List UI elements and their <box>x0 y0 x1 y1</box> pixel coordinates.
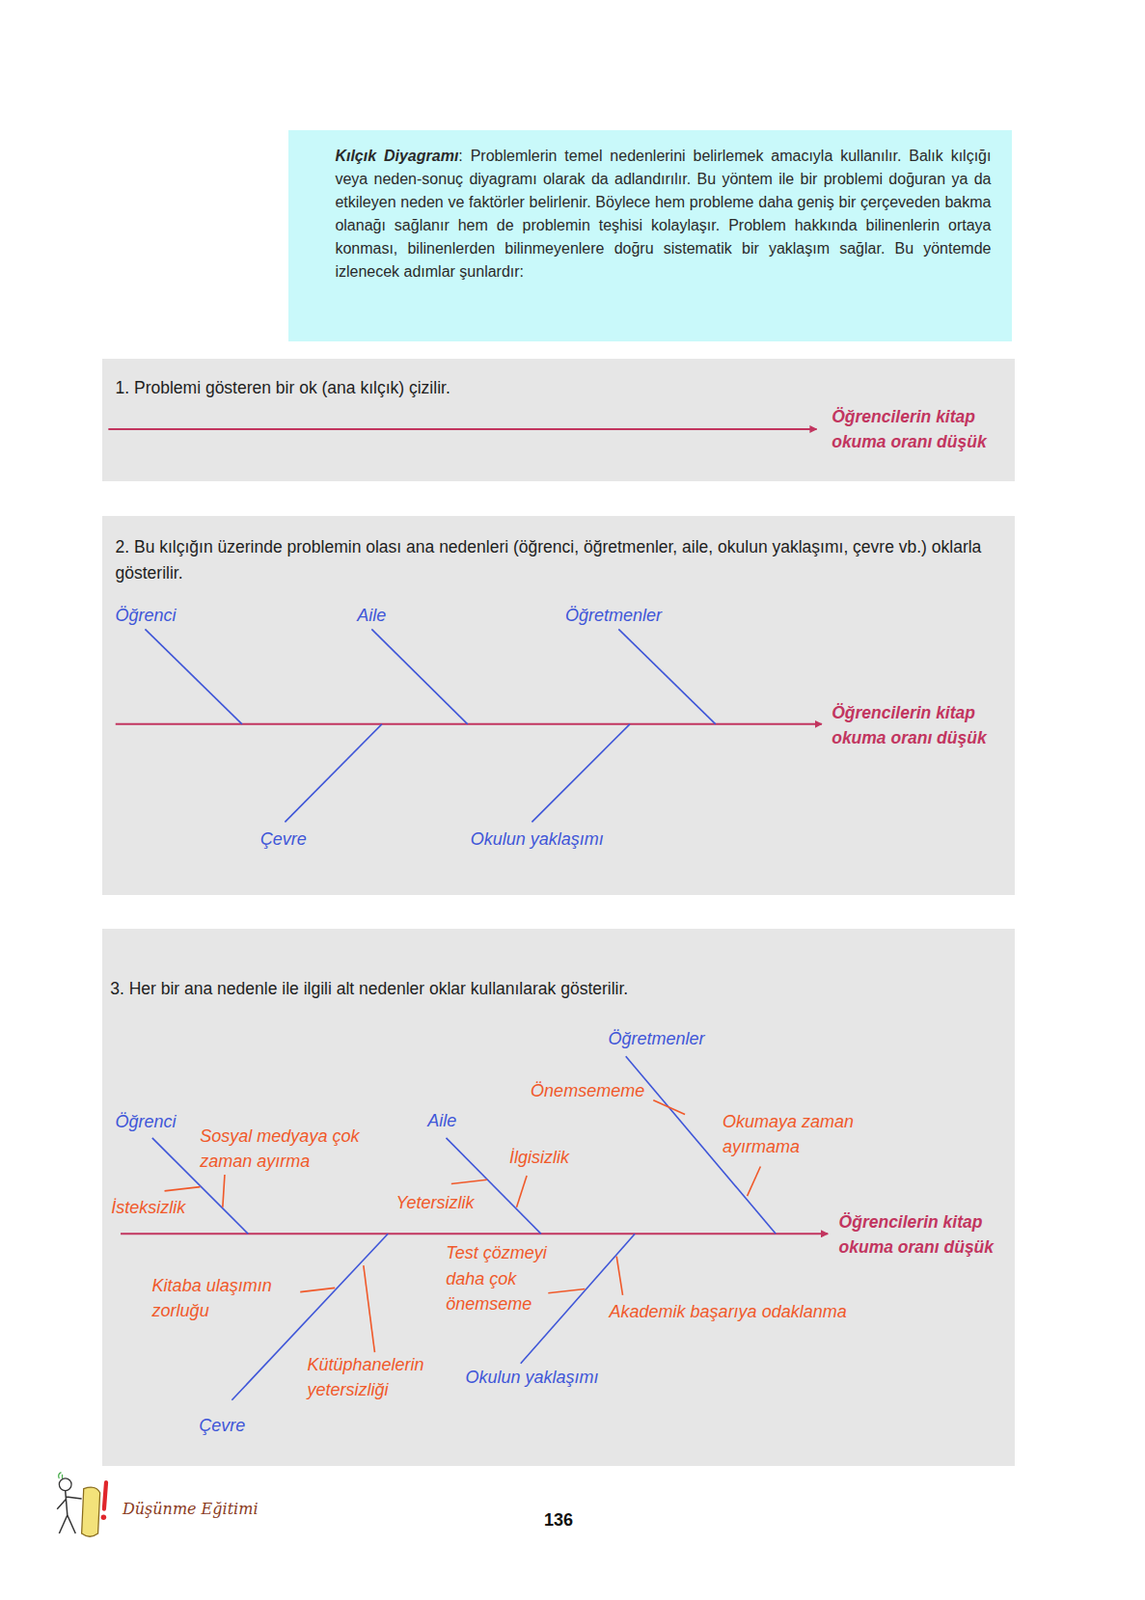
step-panel: 3. Her bir ana nedenle ile ilgili alt ne… <box>102 928 1015 1468</box>
sub-cause-line <box>516 1175 527 1208</box>
main-cause-label: Çevre <box>260 826 307 852</box>
head <box>58 1478 72 1492</box>
exclamation-dot <box>101 1514 108 1521</box>
body <box>56 1491 82 1534</box>
main-cause-label: Öğretmenler <box>608 1026 706 1052</box>
exclamation <box>104 1482 107 1510</box>
sub-cause-label: İlgisizlik <box>509 1145 570 1171</box>
main-cause-label: Aile <box>427 1108 457 1134</box>
main-cause-label: Aile <box>356 602 386 628</box>
scroll <box>81 1487 101 1537</box>
logo-figure <box>56 1472 107 1538</box>
sub-cause-label: Test çözmeyi daha çok önemseme <box>445 1240 567 1316</box>
sub-cause-line <box>547 1288 585 1293</box>
cause-line <box>531 724 630 823</box>
term: Kılçık Diyagramı <box>334 147 459 164</box>
info-paragraph: Kılçık Diyagramı: Problemlerin temel ned… <box>288 130 1012 296</box>
leaf <box>58 1472 63 1479</box>
sub-cause-line <box>299 1287 335 1292</box>
cause-line <box>144 629 243 725</box>
cause-line <box>284 724 382 823</box>
main-cause-label: Okulun yaklaşımı <box>470 826 604 852</box>
info-box: Kılçık Diyagramı: Problemlerin temel ned… <box>288 130 1012 342</box>
sub-cause-line <box>746 1166 761 1197</box>
sub-cause-label: İsteksizlik <box>110 1195 186 1221</box>
sub-cause-label: Okumaya zaman ayırmama <box>722 1109 876 1160</box>
problem-label: Öğrencilerin kitap okuma oranı düşük <box>831 404 1008 456</box>
step-instruction: 3. Her bir ana nedenle ile ilgili alt ne… <box>109 976 998 1002</box>
main-spine <box>120 1232 828 1235</box>
main-cause-label: Öğretmenler <box>565 602 662 628</box>
sub-cause-label: Yetersizlik <box>395 1190 474 1216</box>
step-panel: 2. Bu kılçığın üzerinde problemin olası … <box>102 516 1015 895</box>
sub-cause-line <box>653 1099 685 1115</box>
sub-cause-line <box>363 1265 376 1353</box>
main-cause-label: Okulun yaklaşımı <box>464 1364 599 1391</box>
definition: : Problemlerin temel nedenlerini belirle… <box>334 147 991 280</box>
sub-cause-label: Kütüphanelerin yetersizliği <box>306 1352 450 1403</box>
page-number: 136 <box>544 1507 573 1533</box>
sub-cause-line <box>451 1179 488 1184</box>
sub-cause-label: Sosyal medyaya çok zaman ayırma <box>199 1123 361 1174</box>
main-cause-label: Çevre <box>198 1413 246 1439</box>
main-cause-label: Öğrenci <box>115 1109 177 1135</box>
step-instruction: 2. Bu kılçığın üzerinde problemin olası … <box>115 534 1009 586</box>
step-panel: 1. Problemi gösteren bir ok (ana kılçık)… <box>102 358 1015 482</box>
sub-cause-line <box>222 1174 225 1208</box>
problem-label: Öğrencilerin kitap okuma oranı düşük <box>839 1209 1011 1261</box>
step-instruction: 1. Problemi gösteren bir ok (ana kılçık)… <box>115 375 994 401</box>
cause-line <box>618 629 716 725</box>
sub-cause-label: Önemsememe <box>530 1078 645 1104</box>
sub-cause-line <box>163 1186 200 1191</box>
sub-cause-line <box>616 1255 623 1295</box>
footer-title: Düşünme Eğitimi <box>122 1498 259 1521</box>
main-spine <box>108 428 817 431</box>
sub-cause-label: Akademik başarıya odaklanma <box>609 1299 847 1325</box>
sub-cause-label: Kitaba ulaşımın zorluğu <box>152 1273 296 1324</box>
problem-label: Öğrencilerin kitap okuma oranı düşük <box>831 700 1008 752</box>
main-cause-label: Öğrenci <box>115 602 177 628</box>
cause-line <box>231 1233 388 1400</box>
cause-line <box>371 629 467 725</box>
